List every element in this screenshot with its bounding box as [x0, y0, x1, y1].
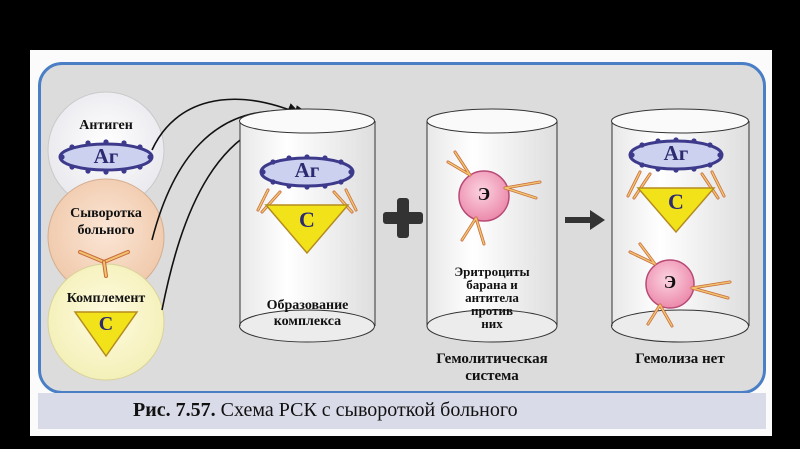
- antigen-symbol-left: Аг: [93, 144, 119, 168]
- cylinder-2: [426, 108, 558, 343]
- antigen-symbol-cyl3: Аг: [663, 141, 689, 165]
- antigen-label: Антиген: [79, 118, 133, 133]
- figure-caption: Рис. 7.57. Схема РСК с сывороткой больно…: [133, 399, 518, 422]
- cylinder1-label-line1: Образование: [266, 298, 349, 313]
- no-hemolysis-label: Гемолиза нет: [635, 351, 725, 367]
- serum-label-line1: Сыворотка: [70, 206, 142, 221]
- cylinder1-label-line2: комплекса: [273, 314, 342, 329]
- antigen-ellipse-left: [58, 139, 154, 175]
- hemolytic-system-label-line1: Гемолитическая: [436, 351, 548, 367]
- antigen-ellipse-cyl3: [628, 137, 724, 173]
- erythrocyte-symbol-cyl3: Э: [663, 272, 677, 292]
- figure-caption-text: Схема РСК с сывороткой больного: [220, 399, 518, 421]
- complement-triangle-cyl3: [636, 187, 716, 234]
- complement-symbol-cyl1: C: [299, 207, 315, 232]
- antibody-icon-left: [78, 250, 130, 278]
- erythrocyte-cyl2: [458, 170, 510, 222]
- cylinder2-label-line2: барана и: [466, 277, 518, 292]
- erythrocyte-cyl3: [645, 259, 695, 309]
- antibodies-cyl2: [446, 150, 542, 246]
- caption-strip: Рис. 7.57. Схема РСК с сывороткой больно…: [38, 393, 766, 429]
- antigen-ellipse-cyl1: [259, 154, 355, 190]
- hemolytic-system-label-line2: система: [465, 368, 519, 384]
- complement-symbol-left: C: [98, 313, 114, 335]
- complement-triangle-left: [73, 311, 139, 358]
- antibodies-cyl1: [256, 188, 358, 214]
- complement-triangle-cyl1: [264, 204, 350, 255]
- antibodies-cyl3-top: [626, 170, 726, 200]
- complement-symbol-cyl3: C: [668, 189, 684, 214]
- cylinder2-label-line1: Эритроциты: [454, 264, 530, 279]
- serum-label-line2: больного: [77, 223, 135, 238]
- cylinder2-label-line3: антитела: [465, 290, 519, 305]
- antibodies-cyl3-bottom: [628, 242, 732, 328]
- arrow-right-icon: [565, 210, 605, 230]
- cylinder2-label-line5: них: [481, 316, 503, 331]
- figure-number: Рис. 7.57.: [133, 399, 216, 421]
- antigen-symbol-cyl1: Аг: [294, 158, 320, 182]
- erythrocyte-symbol-cyl2: Э: [477, 184, 491, 204]
- complement-label: Комплемент: [66, 291, 146, 306]
- cylinder2-label-line4: против: [471, 303, 513, 318]
- plus-icon: [383, 198, 423, 238]
